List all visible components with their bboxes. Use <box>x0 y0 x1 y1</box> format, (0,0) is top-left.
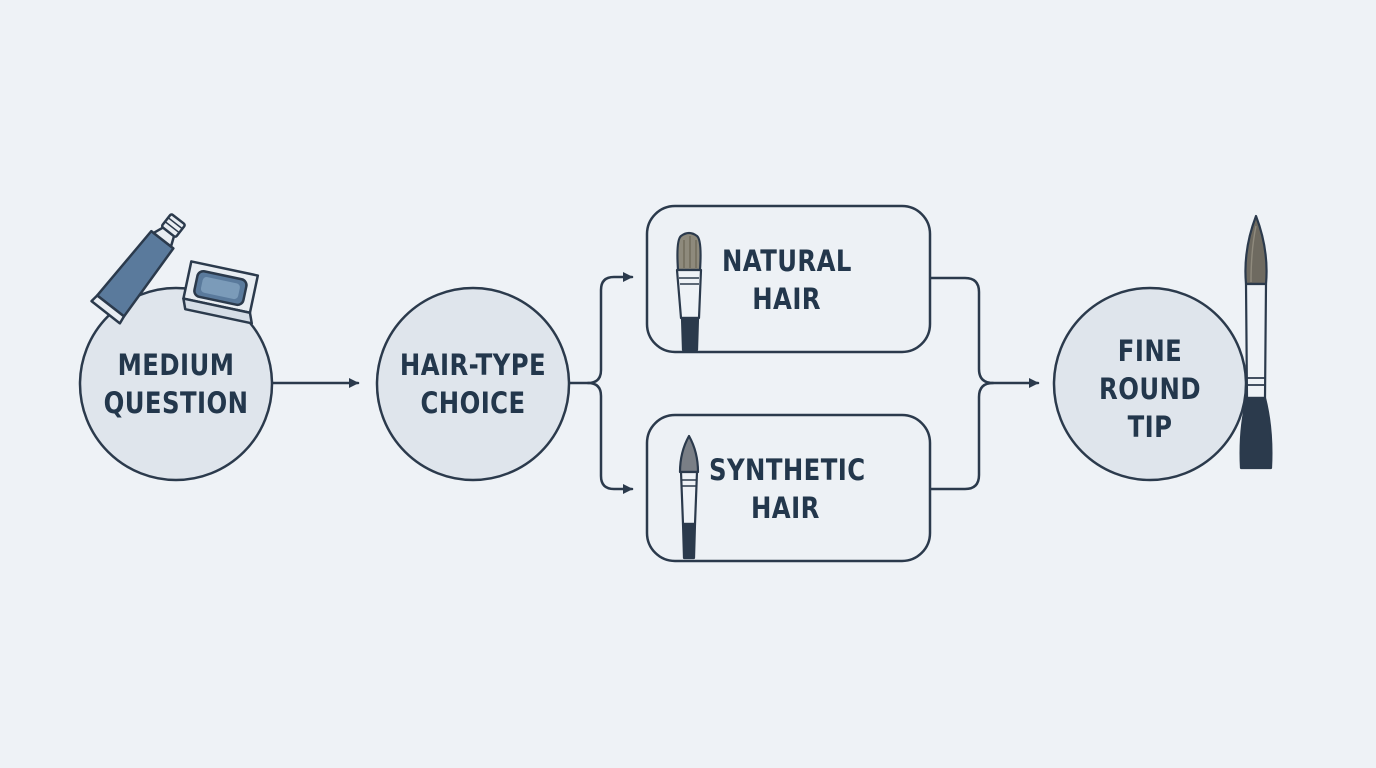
medium-question-line-1: MEDIUM <box>117 348 235 382</box>
synthetic-hair-line-1: SYNTHETIC <box>709 453 866 487</box>
arrow-synthetic-to-merge <box>928 381 995 491</box>
hair-type-choice-line-2: CHOICE <box>420 386 526 420</box>
round-brush-icon <box>1239 214 1273 470</box>
synthetic-hair-line-2: HAIR <box>751 491 820 525</box>
fine-round-tip-line-1: FINE <box>1117 334 1183 368</box>
synthetic-brush-icon <box>678 434 700 560</box>
paint-tube-icon <box>90 213 186 325</box>
node-synthetic-hair <box>645 413 932 563</box>
medium-question-label: MEDIUM QUESTION <box>104 324 248 444</box>
fine-round-tip-line-2: ROUND <box>1099 372 1201 406</box>
node-medium-question <box>78 286 274 482</box>
natural-brush-icon <box>675 231 703 352</box>
natural-hair-line-1: NATURAL <box>722 244 852 278</box>
node-natural-hair <box>645 204 932 354</box>
hair-type-choice-label: HAIR-TYPE CHOICE <box>393 324 553 444</box>
arrow-natural-to-tip <box>928 276 1040 388</box>
fine-round-tip-line-3: TIP <box>1127 410 1173 444</box>
connectors <box>270 272 1040 494</box>
arrow-choice-to-synthetic <box>586 381 634 494</box>
medium-question-line-2: QUESTION <box>103 386 249 420</box>
natural-hair-line-2: HAIR <box>752 282 821 316</box>
fine-round-tip-label: FINE ROUND TIP <box>1083 330 1217 448</box>
watercolor-pan-icon <box>182 260 260 325</box>
synthetic-hair-label: SYNTHETIC HAIR <box>709 451 877 527</box>
hair-type-choice-line-1: HAIR-TYPE <box>399 348 547 382</box>
arrow-choice-to-natural <box>568 272 634 385</box>
node-hair-type-choice <box>375 286 571 482</box>
natural-hair-label: NATURAL HAIR <box>722 242 882 318</box>
